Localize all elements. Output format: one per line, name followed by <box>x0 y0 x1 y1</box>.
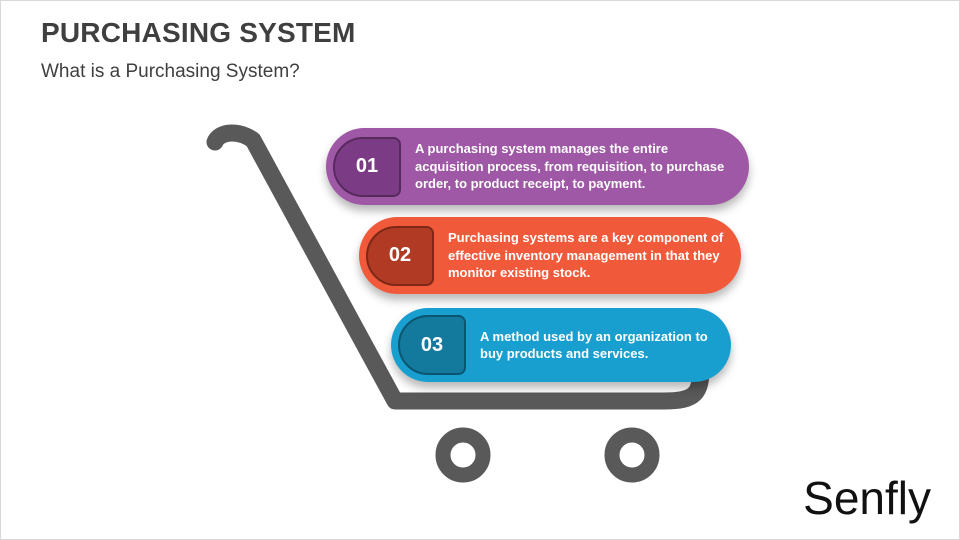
item-text: A method used by an organization to buy … <box>480 328 708 361</box>
page-title: PURCHASING SYSTEM <box>41 17 356 48</box>
item-number-badge-02: 02 <box>366 225 434 286</box>
cart-wheel-left-icon <box>435 427 491 483</box>
page-subtitle: What is a Purchasing System? <box>41 61 300 82</box>
list-item-01: 01 A purchasing system manages the entir… <box>326 128 749 205</box>
list-item-02: 02 Purchasing systems are a key componen… <box>359 217 741 294</box>
list-item-03: 03 A method used by an organization to b… <box>391 308 731 382</box>
item-number-badge-01: 01 <box>333 136 401 197</box>
brand-logo: Senfly <box>803 472 931 524</box>
cart-wheel-right-icon <box>604 427 660 483</box>
cart-body <box>206 124 710 410</box>
item-number: 02 <box>388 244 412 266</box>
item-text: Purchasing systems are a key component o… <box>448 230 724 281</box>
item-number-badge-03: 03 <box>398 315 466 375</box>
item-text: A purchasing system manages the entire a… <box>415 141 725 192</box>
item-number: 03 <box>420 333 444 356</box>
item-number: 01 <box>355 155 379 177</box>
